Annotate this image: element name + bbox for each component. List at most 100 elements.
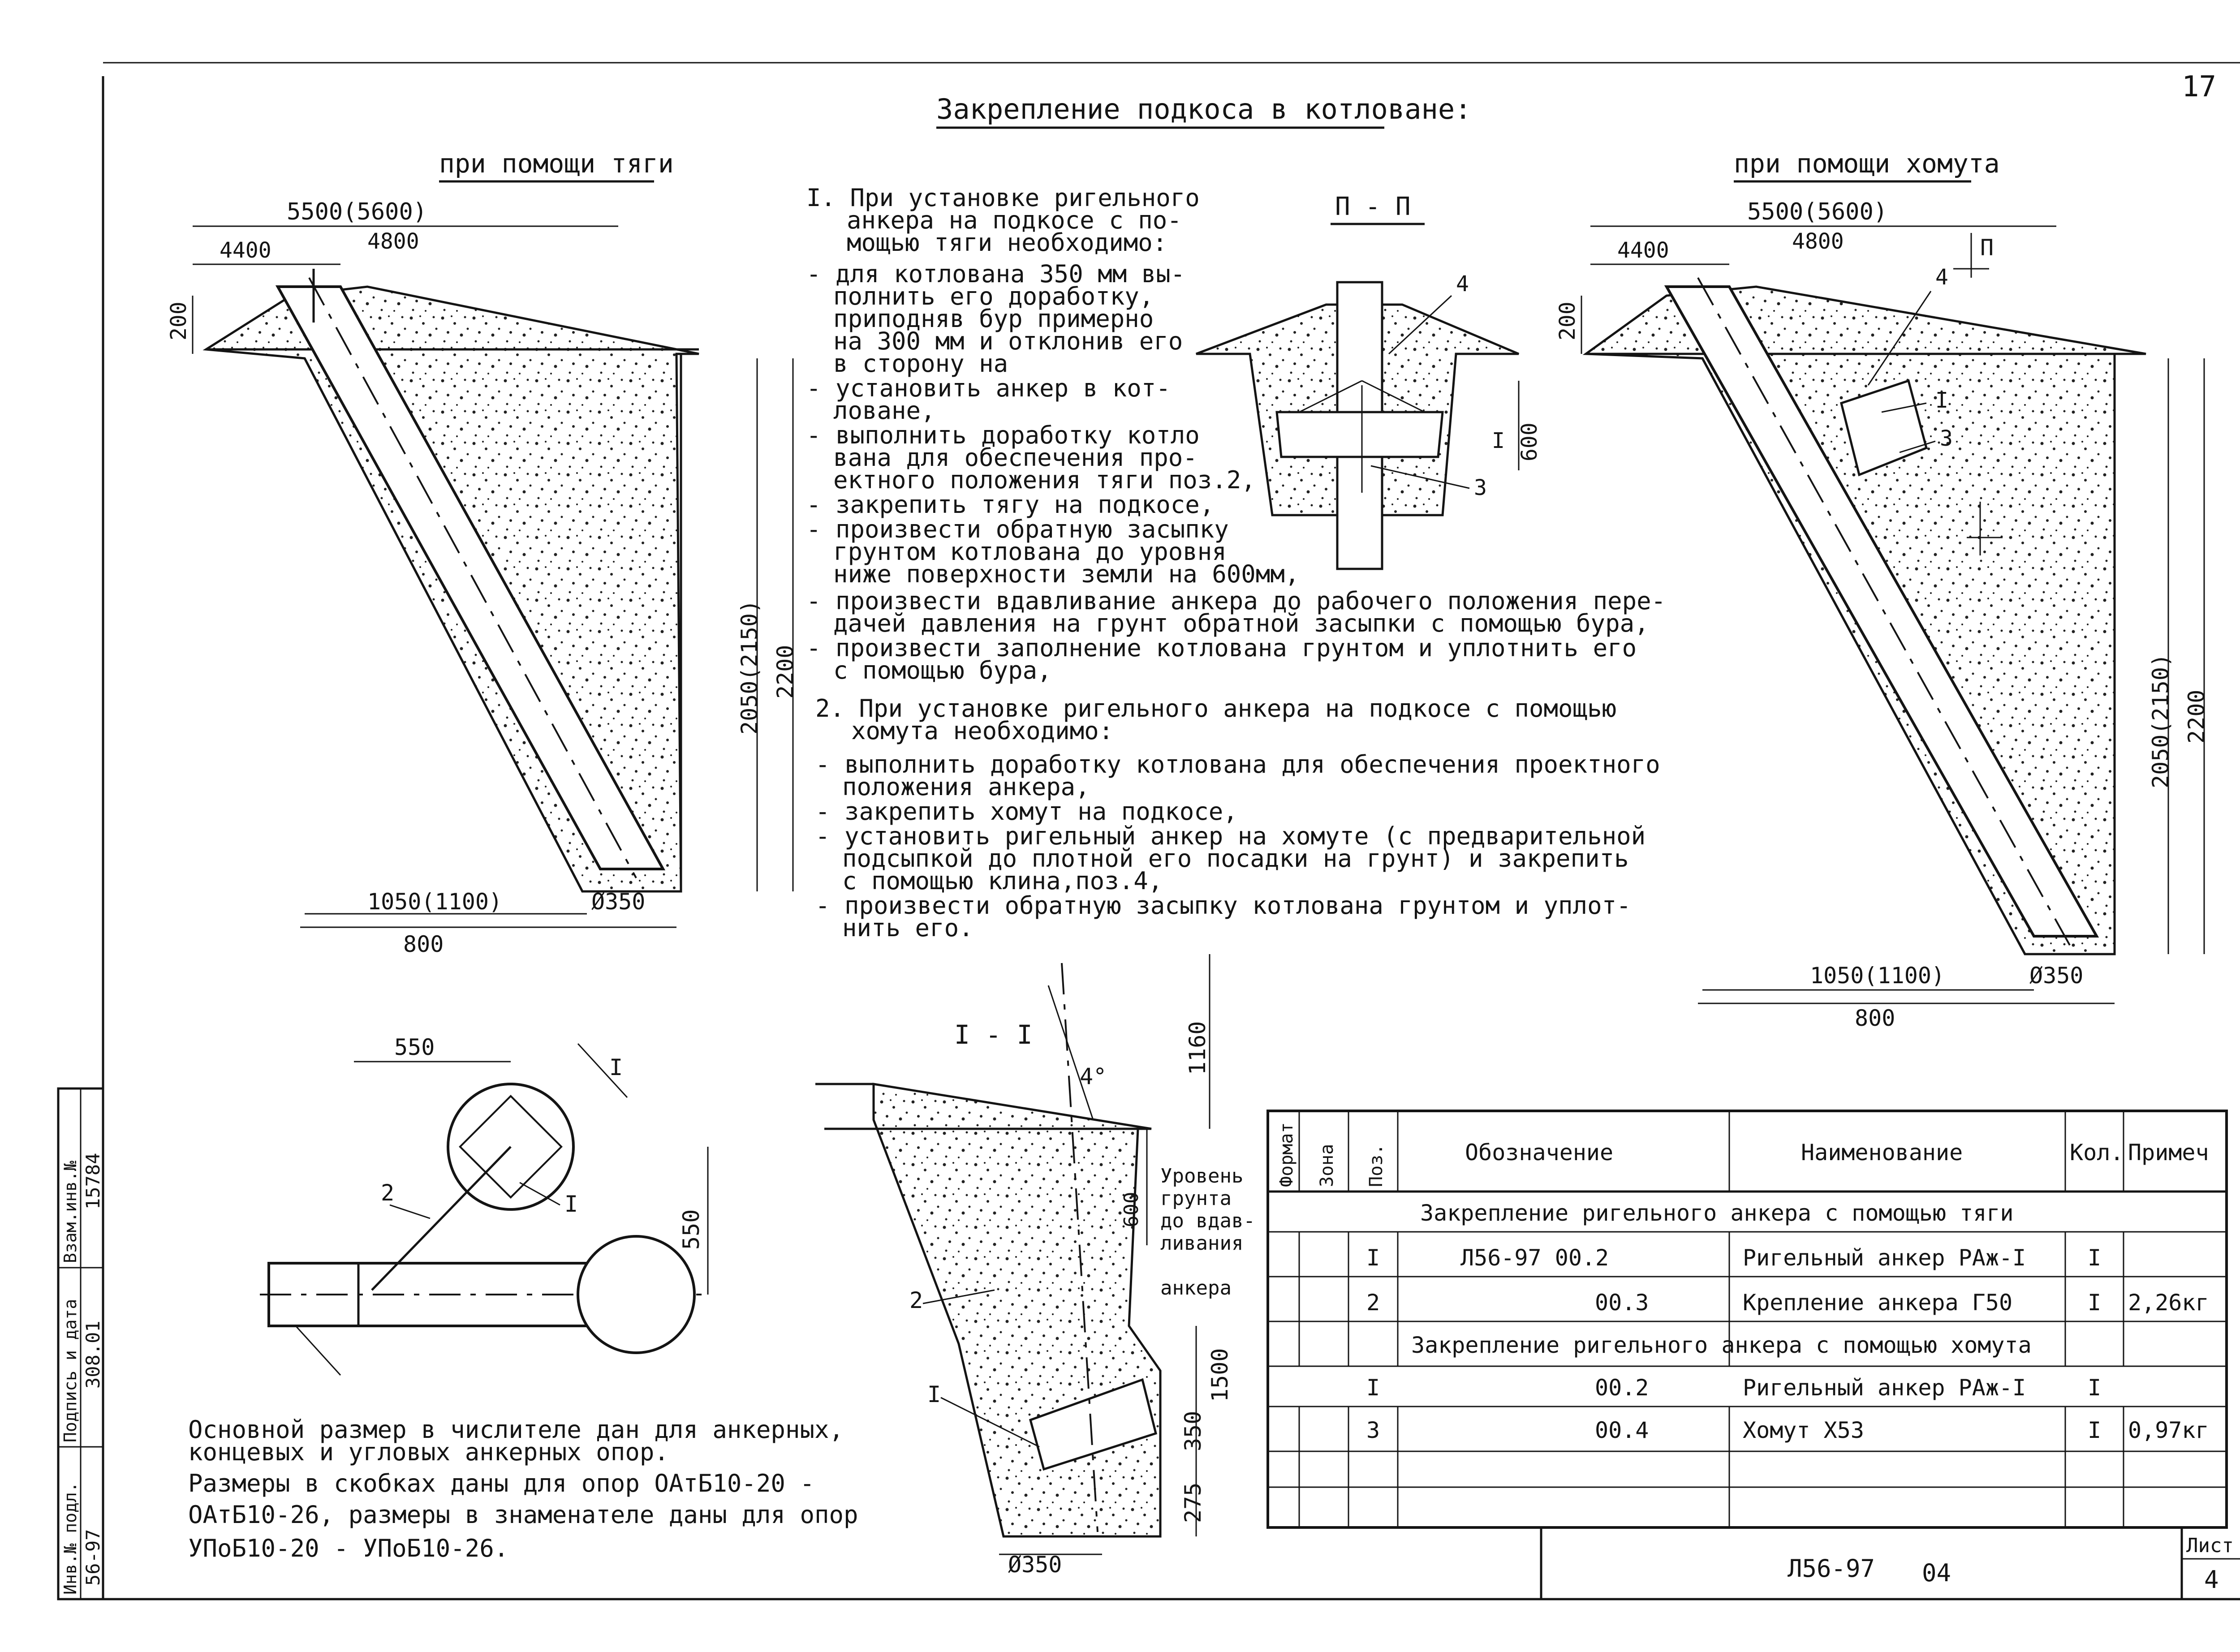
table-cell: Л56-97 00.2 — [1460, 1245, 1609, 1271]
instr-line: ектного положения тяги поз.2, — [833, 466, 1256, 494]
instr-line: нить его. — [842, 914, 974, 942]
right-dim-a: 4400 — [1617, 238, 1669, 263]
section-ii-pos2: 2 — [909, 1287, 923, 1313]
instr-line: мощью тяги необходимо: — [847, 228, 1167, 257]
footnote-line: Размеры в скобках даны для опор ОАтБ10-2… — [188, 1469, 814, 1497]
instr-line: - выполнить доработку котло — [806, 421, 1200, 449]
table-cell: Крепление анкера Г50 — [1743, 1290, 2012, 1316]
stamp-value: 15784 — [82, 1153, 104, 1209]
table-cell: I — [2088, 1245, 2101, 1271]
plan-view: 550 550 2 I I — [260, 1034, 709, 1376]
instr-line: - произвести обратную засыпку котлована … — [815, 891, 1631, 920]
section-pp-anchor — [1275, 411, 1444, 458]
left-dim-dia: Ø350 — [591, 889, 645, 915]
section-pp: П - П 4 3 I 600 — [1196, 192, 1542, 570]
right-dim-dia: Ø350 — [2029, 963, 2083, 989]
stamp-value: 56-97 — [82, 1529, 104, 1586]
section-ii-title: I - I — [954, 1020, 1033, 1050]
footnote-line: ОАтБ10-26, размеры в знаменателе даны дл… — [188, 1501, 858, 1529]
instr-line: на 300 мм и отклонив его — [833, 327, 1183, 355]
level-note-line: до вдав- — [1160, 1209, 1255, 1232]
section-ii-anchor — [1029, 1378, 1157, 1471]
title-block-sheet-code: 04 — [1922, 1559, 1951, 1587]
right-dim-bottom: 800 — [1855, 1005, 1895, 1031]
table-cell: I — [1366, 1375, 1380, 1401]
section-pp-title: П - П — [1335, 192, 1411, 221]
instr-line: - закрепить тягу на подкосе, — [806, 490, 1214, 519]
table-cell: 3 — [1366, 1417, 1380, 1443]
instr-line: ловане, — [833, 396, 935, 425]
table-cell: 0,97кг — [2128, 1417, 2209, 1443]
instr-line: дачей давления на грунт обратной засыпки… — [833, 609, 1649, 637]
footnote-line: Основной размер в числителе дан для анке… — [188, 1415, 844, 1444]
instr-line: приподняв бур примерно — [833, 305, 1154, 333]
instr-line: - произвести заполнение котлована грунто… — [806, 634, 1637, 662]
section-ii: I - I 4° 1160 600 1500 350 275 Ø350 2 I … — [815, 954, 1255, 1578]
instr-line: 2. При установке ригельного анкера на по… — [815, 694, 1616, 723]
table-header: Обозначение — [1465, 1140, 1613, 1166]
table-cell: I — [2088, 1417, 2101, 1443]
plan-dim-550b: 550 — [678, 1209, 704, 1250]
level-note-line: ливания — [1160, 1232, 1243, 1255]
instr-line: анкера на подкосе с по- — [847, 206, 1182, 234]
level-note-line: Уровень — [1160, 1165, 1243, 1187]
instr-line: - закрепить хомут на подкосе, — [815, 797, 1238, 826]
plan-pos2: 2 — [381, 1180, 394, 1206]
left-dim-a: 4400 — [220, 238, 271, 263]
table-cell: 00.4 — [1595, 1417, 1649, 1443]
footnote-line: УПоБ10-20 - УПоБ10-26. — [188, 1534, 508, 1562]
section-ii-dim275: 275 — [1180, 1483, 1206, 1523]
section-pp-dim600: 600 — [1517, 422, 1542, 461]
title-block-code: Л56-97 — [1788, 1554, 1875, 1583]
title-block: Л56-97 04 Лист 4 — [1540, 1527, 2240, 1599]
section-pp-pos4: 4 — [1456, 271, 1469, 297]
table-group-title: Закрепление ригельного анкера с помощью … — [1411, 1332, 2032, 1358]
table-cell: 00.3 — [1595, 1290, 1649, 1316]
sheet-title: Закрепление подкоса в котловане: — [936, 93, 1471, 125]
stamp-col-label: Подпись и дата — [60, 1299, 80, 1442]
table-cell: 2 — [1366, 1290, 1380, 1316]
table-header: Формат — [1276, 1123, 1297, 1187]
instr-line: вана для обеспечения про- — [833, 443, 1198, 472]
table-header: Кол. — [2070, 1140, 2124, 1166]
section-ii-pos1: I — [927, 1381, 941, 1407]
table-cell: I — [1366, 1245, 1380, 1271]
plan-pos1: I — [564, 1191, 578, 1217]
stamp-value: 308.01 — [82, 1321, 104, 1389]
level-note-line: грунта — [1160, 1187, 1232, 1210]
right-pos4: 4 — [1935, 265, 1948, 290]
right-dim-base: 1050(1100) — [1810, 963, 1945, 989]
right-dim-b: 4800 — [1792, 229, 1844, 254]
plan-dim-550a: 550 — [394, 1034, 435, 1060]
plan-cut-mark: I — [609, 1054, 623, 1080]
instr-line: ниже поверхности земли на 600мм, — [833, 560, 1299, 588]
instr-line: - для котлована 350 мм вы- — [806, 260, 1185, 288]
right-pos1: I — [1935, 388, 1948, 413]
spec-table: Формат Зона Поз. Обозначение Наименовани… — [1266, 1110, 2228, 1529]
instr-line: - произвести вдавливание анкера до рабоч… — [806, 587, 1666, 615]
right-dim-2050: 2050(2150) — [2148, 654, 2174, 788]
table-header: Зона — [1317, 1144, 1337, 1187]
left-dim-bottom: 800 — [403, 931, 444, 957]
title-block-sheet-label: Лист — [2186, 1534, 2234, 1557]
right-pos3: 3 — [1940, 426, 1953, 451]
table-header: Поз. — [1366, 1144, 1387, 1187]
right-dim-200: 200 — [1555, 301, 1580, 340]
instr-line: - произвести обратную засыпку — [806, 515, 1229, 543]
table-cell: 2,26кг — [2128, 1290, 2209, 1316]
instr-line: с помощью клина,поз.4, — [842, 867, 1163, 895]
instr-line: - выполнить доработку котлована для обес… — [815, 750, 1660, 779]
table-cell: Ригельный анкер РАж-I — [1743, 1245, 2026, 1271]
table-cell: Хомут Х53 — [1743, 1417, 1864, 1443]
section-ii-dim1500: 1500 — [1207, 1348, 1233, 1402]
instr-line: - установить анкер в кот- — [806, 374, 1171, 402]
table-cell: I — [2088, 1375, 2101, 1401]
side-stamp: Инв.№ подл. Подпись и дата Взам.инв.№ 56… — [57, 1087, 104, 1600]
instr-line: - установить ригельный анкер на хомуте (… — [815, 822, 1646, 850]
left-dim-200: 200 — [166, 301, 191, 340]
instr-line: хомута необходимо: — [851, 717, 1113, 745]
instr-line: с помощью бура, — [833, 656, 1052, 684]
left-strut-pole — [275, 285, 666, 870]
title-block-sheet-number: 4 — [2204, 1566, 2219, 1594]
